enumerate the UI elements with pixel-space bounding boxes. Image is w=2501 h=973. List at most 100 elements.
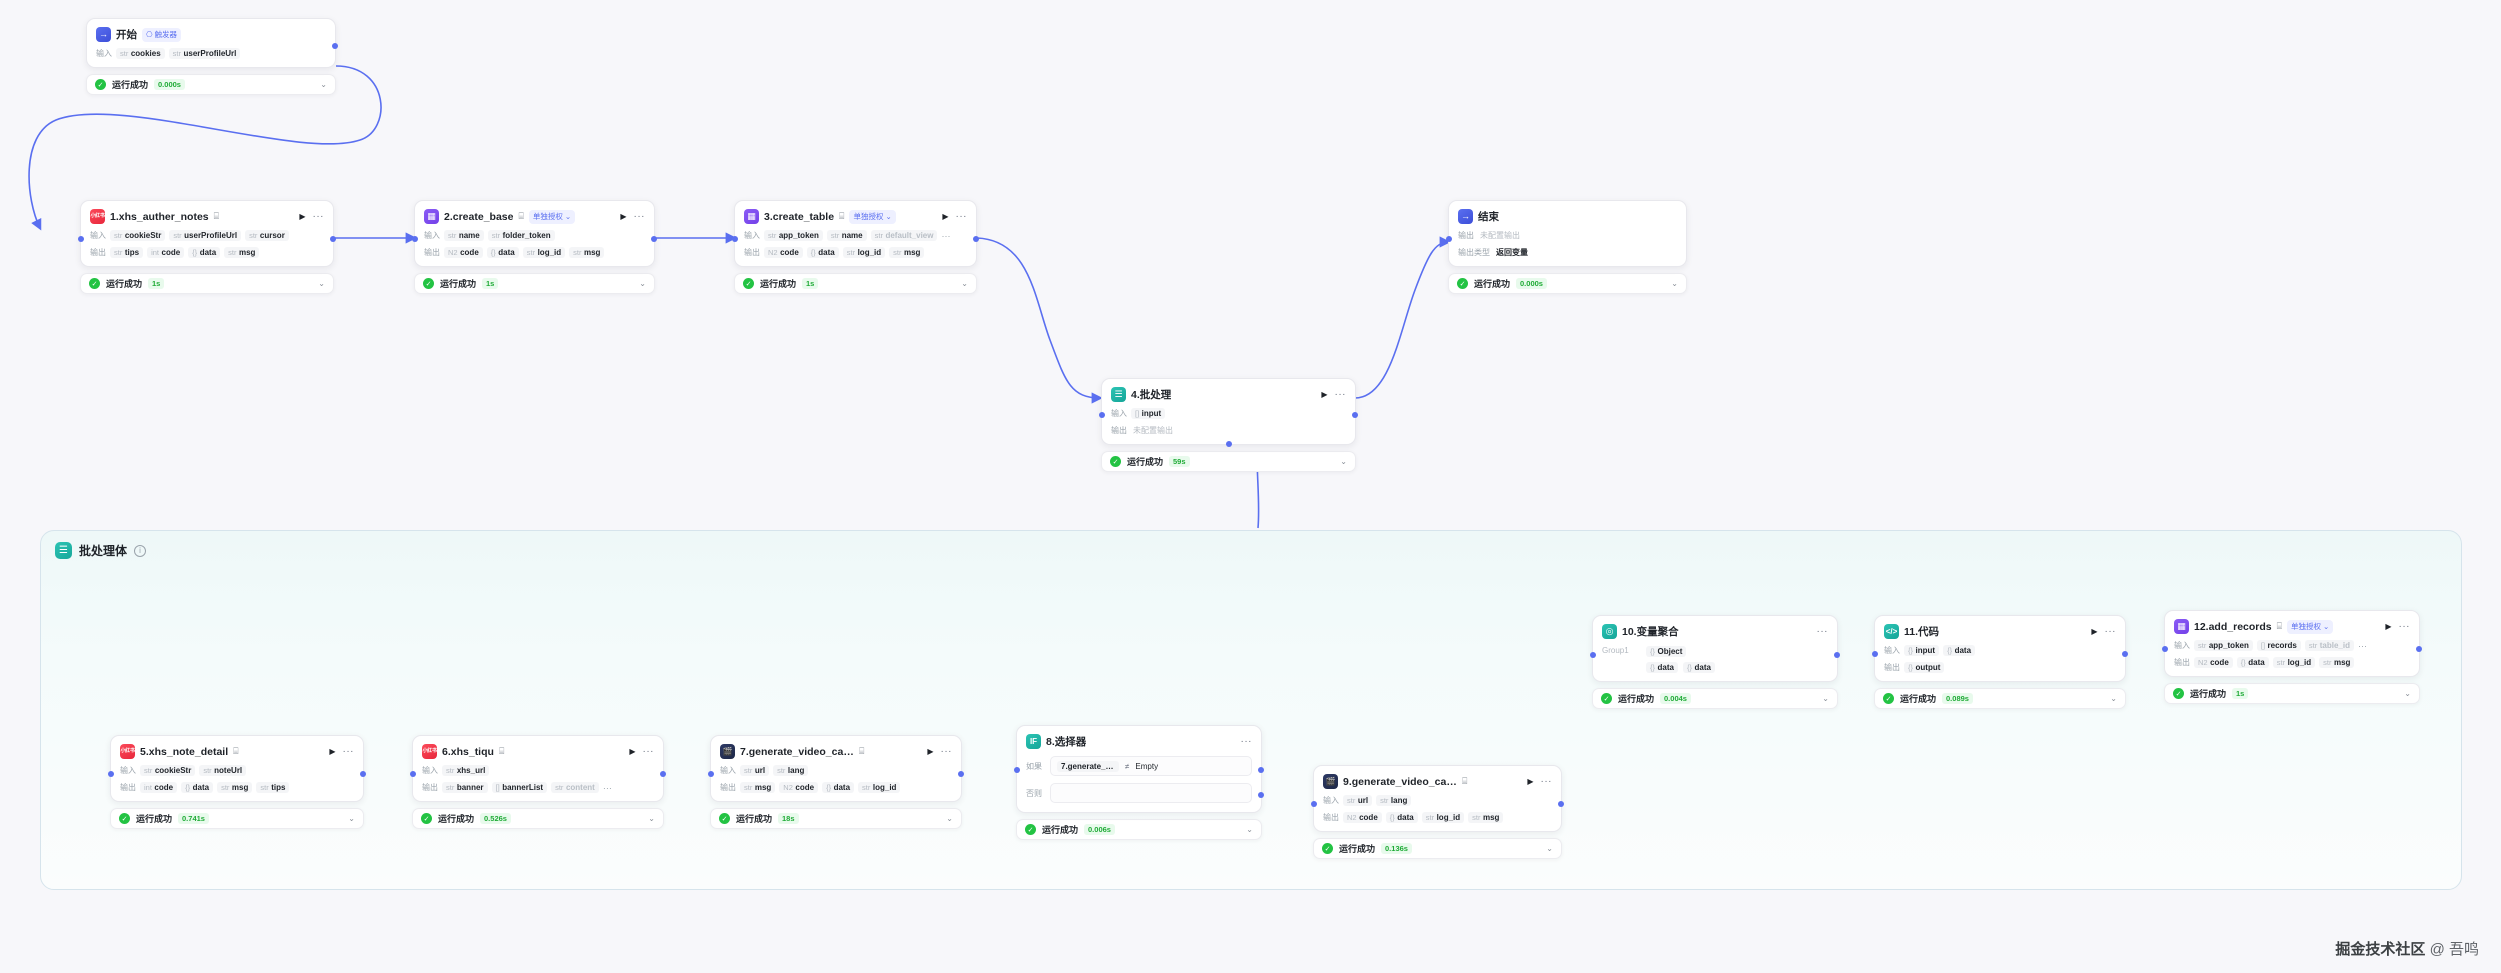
pin-icon[interactable]: ⌸: [498, 746, 505, 756]
run-icon[interactable]: ▶: [629, 747, 636, 756]
input-port[interactable]: [1590, 652, 1596, 659]
input-port[interactable]: [108, 771, 114, 778]
chevron-down-icon[interactable]: ⌄: [648, 814, 655, 823]
chevron-down-icon[interactable]: ⌄: [348, 814, 355, 823]
input-port[interactable]: [412, 236, 418, 243]
more-options-icon[interactable]: ···: [2104, 625, 2116, 637]
node-end-status[interactable]: ✓ 运行成功 0.000s ⌄: [1448, 273, 1687, 294]
output-port[interactable]: [651, 236, 657, 243]
chevron-down-icon[interactable]: ⌄: [2404, 689, 2411, 698]
more-options-icon[interactable]: ···: [642, 745, 654, 757]
pin-icon[interactable]: ⌸: [233, 746, 239, 756]
input-port[interactable]: [1099, 411, 1105, 418]
run-icon[interactable]: ▶: [329, 747, 336, 756]
pin-icon[interactable]: ⌸: [518, 211, 524, 221]
input-port[interactable]: [2162, 646, 2168, 653]
chevron-down-icon[interactable]: ⌄: [1340, 457, 1347, 466]
pin-icon[interactable]: ⌸: [2276, 621, 2283, 631]
node-9-card[interactable]: 🎬 9.generate_video_captions··· ⌸ ▶ ··· 输…: [1311, 765, 1564, 832]
node-10-card[interactable]: ◎ 10.变量聚合 ··· Group1 {}Object {}data {}d…: [1590, 615, 1840, 682]
node-11-card[interactable]: </> 11.代码 ▶ ··· 输入 {}input {}data 输出 {}o…: [1872, 615, 2128, 682]
node-9-status[interactable]: ✓ 运行成功 0.136s ⌄: [1313, 838, 1562, 859]
input-port[interactable]: [1446, 236, 1452, 243]
pin-icon[interactable]: ⌸: [1462, 776, 1468, 786]
output-port[interactable]: [1834, 652, 1840, 659]
node-4-card[interactable]: ☰ 4.批处理 ▶ ··· 输入 []input 输出 未配置输出: [1099, 378, 1358, 447]
node-5-status[interactable]: ✓ 运行成功 0.741s ⌄: [110, 808, 364, 829]
run-icon[interactable]: ▶: [2091, 627, 2098, 636]
node-end[interactable]: → 结束 输出 未配置输出 输出类型 返回变量 ✓ 运行成功 0.000s ⌄: [1446, 200, 1687, 294]
run-icon[interactable]: ▶: [1527, 777, 1534, 786]
node-7-generate-video-captions[interactable]: 🎬 7.generate_video_captions··· ⌸ ▶ ··· 输…: [708, 735, 964, 829]
node-11-code[interactable]: </> 11.代码 ▶ ··· 输入 {}input {}data 输出 {}o…: [1872, 615, 2128, 709]
else-condition-box[interactable]: [1050, 783, 1252, 803]
chevron-down-icon[interactable]: ⌄: [318, 279, 325, 288]
more-options-icon[interactable]: ···: [342, 745, 354, 757]
batch-body-port[interactable]: [1225, 441, 1232, 447]
node-start-card[interactable]: → 开始 ⎔ 触发器 输入 str cookies str userProfil…: [86, 18, 338, 68]
run-icon[interactable]: ▶: [1321, 390, 1328, 399]
node-start[interactable]: → 开始 ⎔ 触发器 输入 str cookies str userProfil…: [86, 18, 338, 95]
output-port[interactable]: [2122, 651, 2128, 658]
more-options-icon[interactable]: ···: [940, 745, 952, 757]
output-port[interactable]: [332, 43, 338, 49]
output-port[interactable]: [973, 236, 979, 243]
chevron-down-icon[interactable]: ⌄: [1546, 844, 1553, 853]
run-icon[interactable]: ▶: [620, 212, 627, 221]
chevron-down-icon[interactable]: ⌄: [2110, 694, 2117, 703]
run-icon[interactable]: ▶: [927, 747, 934, 756]
node-end-card[interactable]: → 结束 输出 未配置输出 输出类型 返回变量: [1446, 200, 1687, 267]
node-7-status[interactable]: ✓ 运行成功 18s ⌄: [710, 808, 962, 829]
more-options-icon[interactable]: ···: [633, 210, 645, 222]
auth-badge[interactable]: 单独授权 ⌄: [849, 209, 896, 224]
pin-icon[interactable]: ⌸: [859, 746, 865, 756]
input-port[interactable]: [708, 771, 714, 778]
more-options-icon[interactable]: ···: [955, 210, 967, 222]
more-options-icon[interactable]: ···: [2398, 620, 2410, 632]
more-options-icon[interactable]: ···: [312, 210, 324, 222]
pin-icon[interactable]: ⌸: [839, 211, 845, 221]
chevron-down-icon[interactable]: ⌄: [885, 212, 892, 221]
if-output-port[interactable]: [1258, 767, 1264, 774]
node-8-status[interactable]: ✓ 运行成功 0.006s ⌄: [1016, 819, 1262, 840]
more-options-icon[interactable]: ···: [1334, 388, 1346, 400]
node-1-status[interactable]: ✓ 运行成功 1s ⌄: [80, 273, 334, 294]
output-port[interactable]: [1352, 411, 1358, 418]
node-11-status[interactable]: ✓ 运行成功 0.089s ⌄: [1874, 688, 2126, 709]
chevron-down-icon[interactable]: ⌄: [961, 279, 968, 288]
more-options-icon[interactable]: ···: [1816, 625, 1828, 637]
node-7-card[interactable]: 🎬 7.generate_video_captions··· ⌸ ▶ ··· 输…: [708, 735, 964, 802]
more-options-icon[interactable]: ···: [1240, 735, 1252, 747]
chevron-down-icon[interactable]: ⌄: [946, 814, 953, 823]
chevron-down-icon[interactable]: ⌄: [2323, 622, 2330, 631]
node-start-status[interactable]: ✓ 运行成功 0.000s ⌄: [86, 74, 336, 95]
inputs-overflow-icon[interactable]: ···: [941, 230, 951, 241]
node-4-batch[interactable]: ☰ 4.批处理 ▶ ··· 输入 []input 输出 未配置输出: [1099, 378, 1358, 472]
run-icon[interactable]: ▶: [942, 212, 949, 221]
run-icon[interactable]: ▶: [2385, 622, 2392, 631]
outputs-overflow-icon[interactable]: ···: [602, 782, 612, 793]
node-10-status[interactable]: ✓ 运行成功 0.004s ⌄: [1592, 688, 1838, 709]
inputs-overflow-icon[interactable]: ···: [2357, 640, 2367, 651]
node-9-generate-video-captions[interactable]: 🎬 9.generate_video_captions··· ⌸ ▶ ··· 输…: [1311, 765, 1564, 859]
input-port[interactable]: [410, 771, 416, 778]
node-8-selector[interactable]: IF 8.选择器 ··· 如果 7.generate_video··· ≠ Em…: [1014, 725, 1264, 840]
node-10-variable-aggregation[interactable]: ◎ 10.变量聚合 ··· Group1 {}Object {}data {}d…: [1590, 615, 1840, 709]
chevron-down-icon[interactable]: ⌄: [1822, 694, 1829, 703]
more-options-icon[interactable]: ···: [1540, 775, 1552, 787]
node-8-card[interactable]: IF 8.选择器 ··· 如果 7.generate_video··· ≠ Em…: [1014, 725, 1264, 813]
chevron-down-icon[interactable]: ⌄: [639, 279, 646, 288]
output-port[interactable]: [360, 771, 366, 778]
chevron-down-icon[interactable]: ⌄: [1246, 825, 1253, 834]
pin-icon[interactable]: ⌸: [213, 211, 220, 221]
else-output-port[interactable]: [1258, 792, 1264, 799]
output-port[interactable]: [330, 236, 336, 243]
